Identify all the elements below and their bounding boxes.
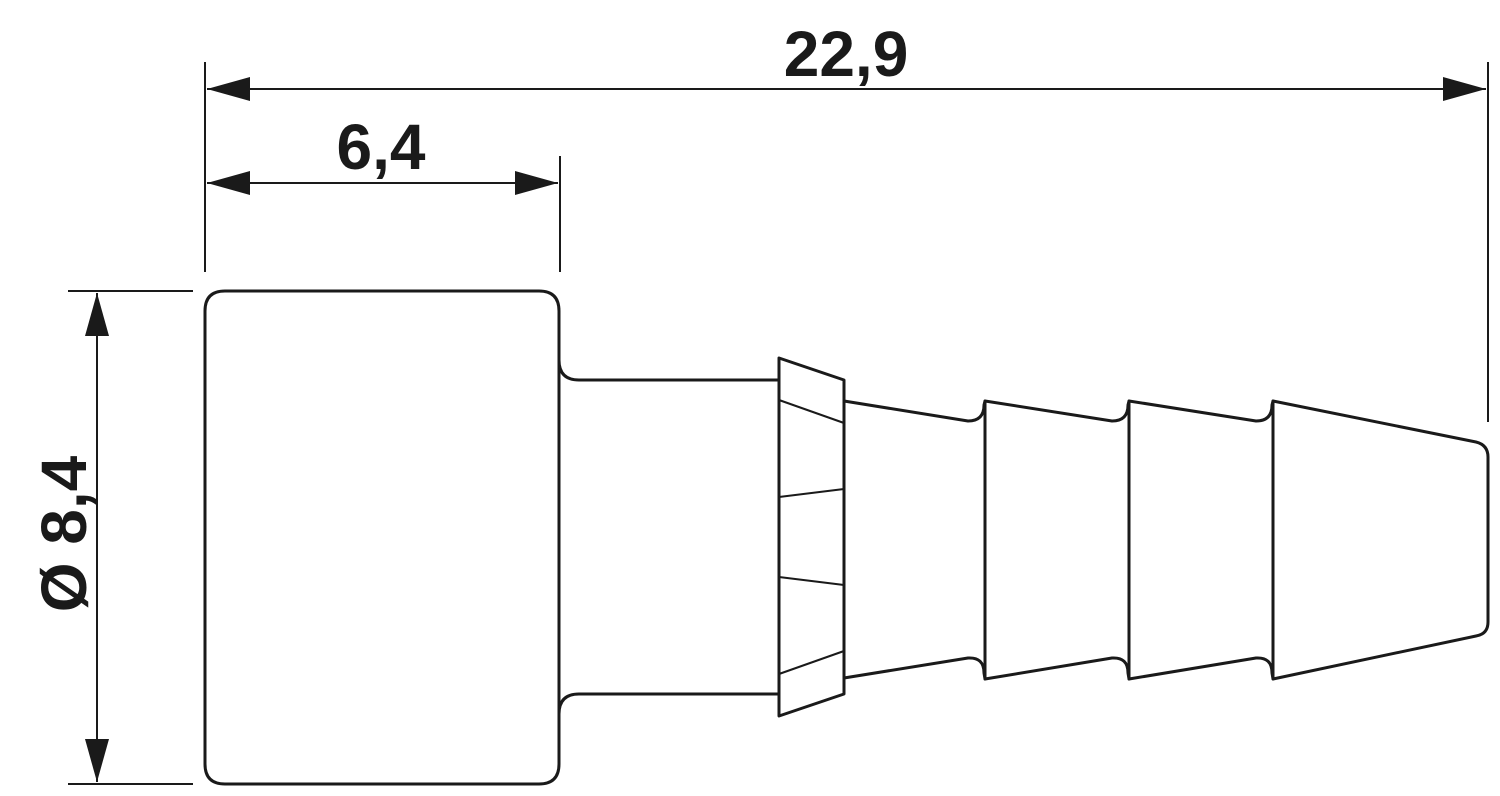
hose-barb-3 <box>1127 399 1275 681</box>
hex-collar-facets <box>778 399 845 675</box>
part-outline <box>203 289 1490 786</box>
hose-barb-2 <box>983 399 1131 681</box>
hex-collar <box>777 356 846 718</box>
nut-length-label: 6,4 <box>337 111 426 183</box>
diameter-dimension: Ø 8,4 <box>28 293 109 782</box>
extension-lines <box>68 62 1489 785</box>
diameter-arrow-top <box>85 293 109 336</box>
nut-length-dimension: 6,4 <box>207 111 558 195</box>
neck-upper-edge <box>557 358 781 382</box>
overall-length-arrow-left <box>207 77 250 101</box>
neck-lower-edge <box>557 692 781 716</box>
nut-length-arrow-right <box>515 171 558 195</box>
hose-barb-1 <box>842 399 987 681</box>
diameter-arrow-bottom <box>85 739 109 782</box>
nut-length-arrow-left <box>207 171 250 195</box>
overall-length-label: 22,9 <box>784 18 909 90</box>
hose-barb-tip <box>1271 399 1490 681</box>
overall-length-arrow-right <box>1443 77 1486 101</box>
union-nut-body <box>203 289 561 786</box>
overall-length-dimension: 22,9 <box>207 18 1486 101</box>
diameter-label: Ø 8,4 <box>28 455 100 612</box>
